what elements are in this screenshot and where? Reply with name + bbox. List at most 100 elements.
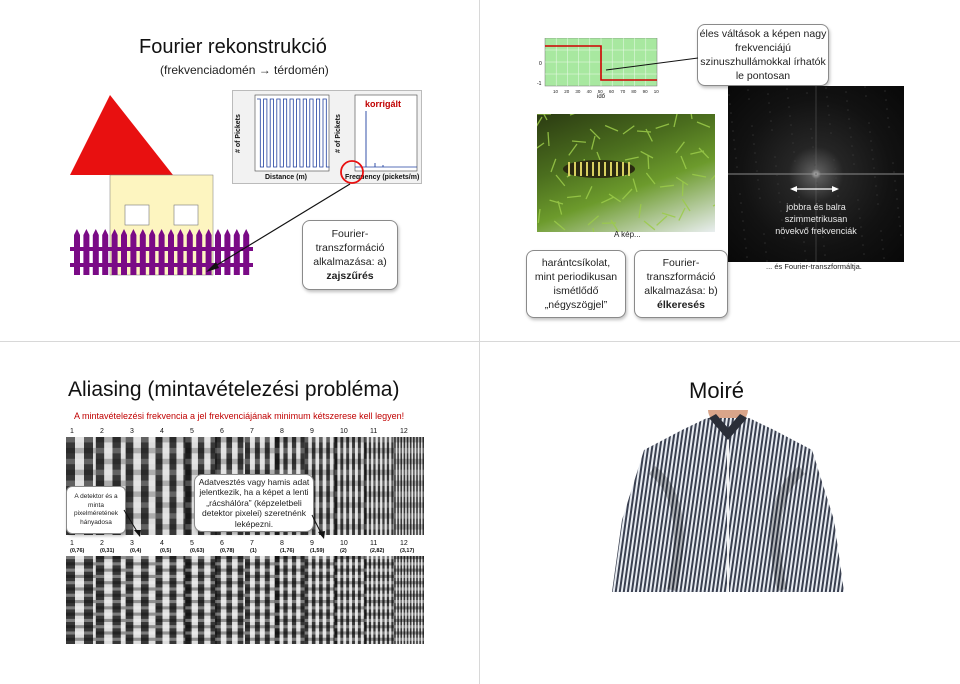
grating-label: 3 (130, 428, 134, 435)
grating-column (364, 437, 395, 535)
callout-bold: zajszűrés (326, 270, 374, 282)
circle-arrow (206, 160, 364, 272)
grating-label: (1,59) (310, 548, 325, 554)
grating-column (394, 437, 424, 535)
grating-column (394, 556, 424, 644)
corrected-label: korrigált (365, 99, 402, 109)
caterpillar-photo (537, 114, 715, 232)
left-plot-xlabel: Distance (m) (265, 174, 308, 181)
fence-picket (139, 229, 146, 275)
house-window-right (173, 204, 199, 226)
fence-picket (168, 229, 174, 275)
grating-label: (0,78) (220, 548, 235, 554)
callout-line: Fourier- (662, 257, 700, 269)
grating-label: 3 (130, 540, 134, 547)
picket-plots-panel: # of Pickets Distance (m) # of Pickets F… (232, 90, 422, 184)
grating-label: 6 (220, 428, 224, 435)
sharp-transitions-callout: éles váltások a képen nagy frekvenciájú … (697, 24, 829, 86)
callout-line: mint periodikusan (534, 271, 618, 283)
grating-column (125, 556, 156, 644)
svg-text:80: 80 (631, 89, 637, 94)
grating-label: 9 (310, 540, 314, 547)
fence-rail (70, 263, 253, 267)
callout-bold: élkeresés (657, 299, 705, 311)
fence-picket (149, 229, 156, 275)
grating-label: 7 (250, 540, 254, 547)
fence-picket (130, 229, 137, 275)
square-wave-plot: 0 -1 102030405060708090100 idő (537, 37, 662, 100)
grating-column (215, 556, 245, 644)
grating-column (304, 556, 338, 644)
grating-label: (2) (340, 548, 347, 554)
slide1-subtitle: (frekvenciadomén → térdomén) (160, 63, 329, 77)
grating-label: 6 (220, 540, 224, 547)
house-window-left (124, 204, 150, 226)
callout-line: leképezni. (234, 518, 274, 529)
fence-picket (186, 229, 193, 275)
callout-line: harántcsíkolat, (541, 257, 611, 269)
grating-label: 7 (250, 428, 254, 435)
grating-column (274, 556, 305, 644)
svg-text:0: 0 (539, 61, 542, 67)
slide-divider-horizontal (0, 341, 960, 342)
picket-plots (254, 94, 418, 172)
svg-text:20: 20 (564, 89, 570, 94)
grating-label: (1,76) (280, 548, 295, 554)
callout-line: jelentkezik, ha a képet a lenti (199, 487, 309, 498)
slide4-title: Moiré (689, 378, 745, 403)
fence-picket (158, 229, 165, 275)
grating-label: (1) (250, 548, 257, 554)
callout-line: pixelméretének (73, 510, 119, 517)
svg-text:10: 10 (553, 89, 559, 94)
text-line: jobbra és balra (786, 202, 846, 212)
striped-shirt-photo (612, 410, 844, 592)
pointer-line (605, 57, 699, 71)
callout-line: A detektor és a (74, 493, 118, 500)
svg-text:100: 100 (654, 89, 659, 94)
grating-label: (0,4) (130, 548, 142, 554)
fence-picket (92, 229, 99, 275)
caterpillar-callout: harántcsíkolat, mint periodikusan ismétl… (526, 250, 626, 318)
grating-label: (3,17) (400, 548, 415, 554)
grating-column (185, 556, 217, 644)
filtering-callout: Fourier- transzformáció alkalmazása: a) … (302, 220, 398, 290)
image-caption: A kép... (614, 230, 641, 239)
text-line: növekvő frekvenciák (775, 226, 857, 236)
svg-text:-1: -1 (537, 81, 542, 87)
svg-text:60: 60 (609, 89, 615, 94)
left-plot-ylabel: # of Pickets (235, 114, 242, 153)
grating-bottom (66, 556, 424, 644)
callout-line: ismétlődő (553, 285, 599, 297)
svg-text:50: 50 (598, 89, 604, 94)
slide3-red-subtitle: A mintavételezési frekvencia a jel frekv… (74, 411, 405, 421)
grating-column (125, 437, 156, 535)
plot-xlabel: idő (597, 94, 606, 100)
fence-picket (177, 229, 184, 275)
grating-label: (2,82) (370, 548, 385, 554)
grating-label: 12 (400, 540, 408, 547)
detector-ratio-callout: A detektor és a minta pixelméretének hán… (66, 486, 126, 534)
grating-label: (0,31) (100, 548, 115, 554)
callout-line: szinuszhullámokkal írhatók (700, 56, 826, 68)
callout-line: transzformáció (646, 271, 716, 283)
grating-label: 11 (370, 428, 378, 435)
callout-line: frekvenciájú (734, 42, 792, 54)
callout-line: „négyszögjel” (544, 299, 608, 311)
slide1-title: Fourier rekonstrukció (139, 36, 327, 58)
callout-arrows (123, 509, 325, 539)
grating-label: 12 (400, 428, 408, 435)
right-plot-xlabel: Frequency (pickets/m) (345, 174, 420, 181)
text-line: szimmetrikusan (784, 214, 848, 224)
grating-column (245, 556, 280, 644)
data-loss-callout: Adatvesztés vagy hamis adat jelentkezik,… (194, 474, 314, 532)
svg-text:90: 90 (643, 89, 649, 94)
grating-column (95, 556, 126, 644)
svg-text:30: 30 (575, 89, 581, 94)
grating-label: (0,76) (70, 548, 85, 554)
grating-label: 4 (160, 540, 164, 547)
callout-line: alkalmazása: b) (644, 285, 718, 297)
callout-line: detektor pixelei) szeretnénk (202, 508, 306, 519)
svg-text:70: 70 (620, 89, 626, 94)
grating-column (334, 437, 367, 535)
grating-label: 2 (100, 428, 104, 435)
